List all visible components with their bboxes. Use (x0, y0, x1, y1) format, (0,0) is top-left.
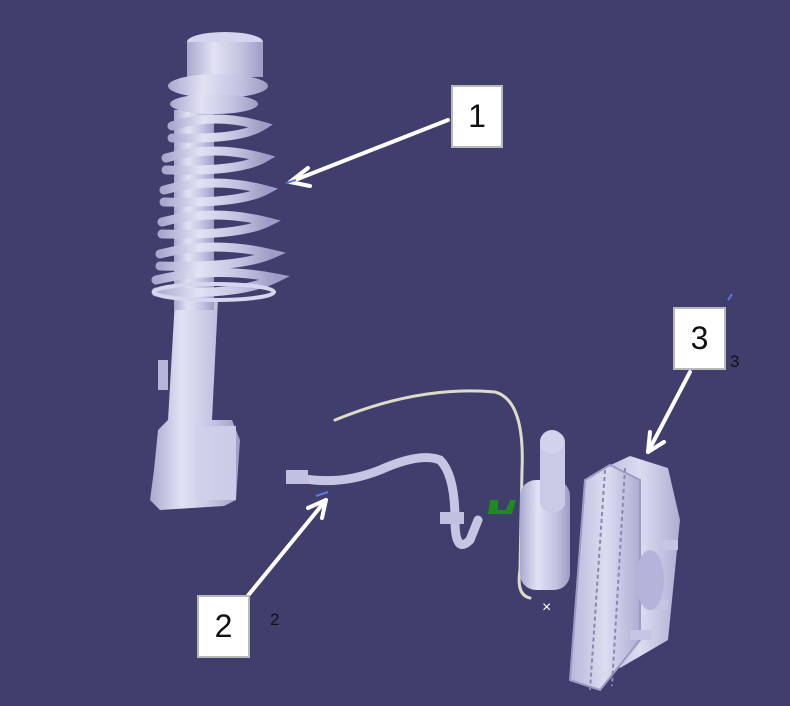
wheel-hub-part[interactable]: × (520, 430, 680, 692)
svg-text:×: × (542, 599, 551, 616)
callout-3-label: 3 (690, 320, 709, 356)
callout-arrows (244, 118, 692, 600)
callout-2-label: 2 (214, 608, 233, 644)
callout-2-sub: 2 (270, 610, 280, 629)
callout-3[interactable]: 3 (673, 307, 726, 370)
spring-strut-part[interactable] (150, 32, 290, 510)
callout-1-label: 1 (468, 98, 486, 134)
callout-1[interactable]: 1 (451, 85, 503, 148)
callout-2[interactable]: 2 (197, 595, 250, 658)
brake-hose-part[interactable] (286, 389, 532, 600)
callout-3-sub: 3 (730, 352, 740, 371)
clip-marker (488, 500, 516, 514)
